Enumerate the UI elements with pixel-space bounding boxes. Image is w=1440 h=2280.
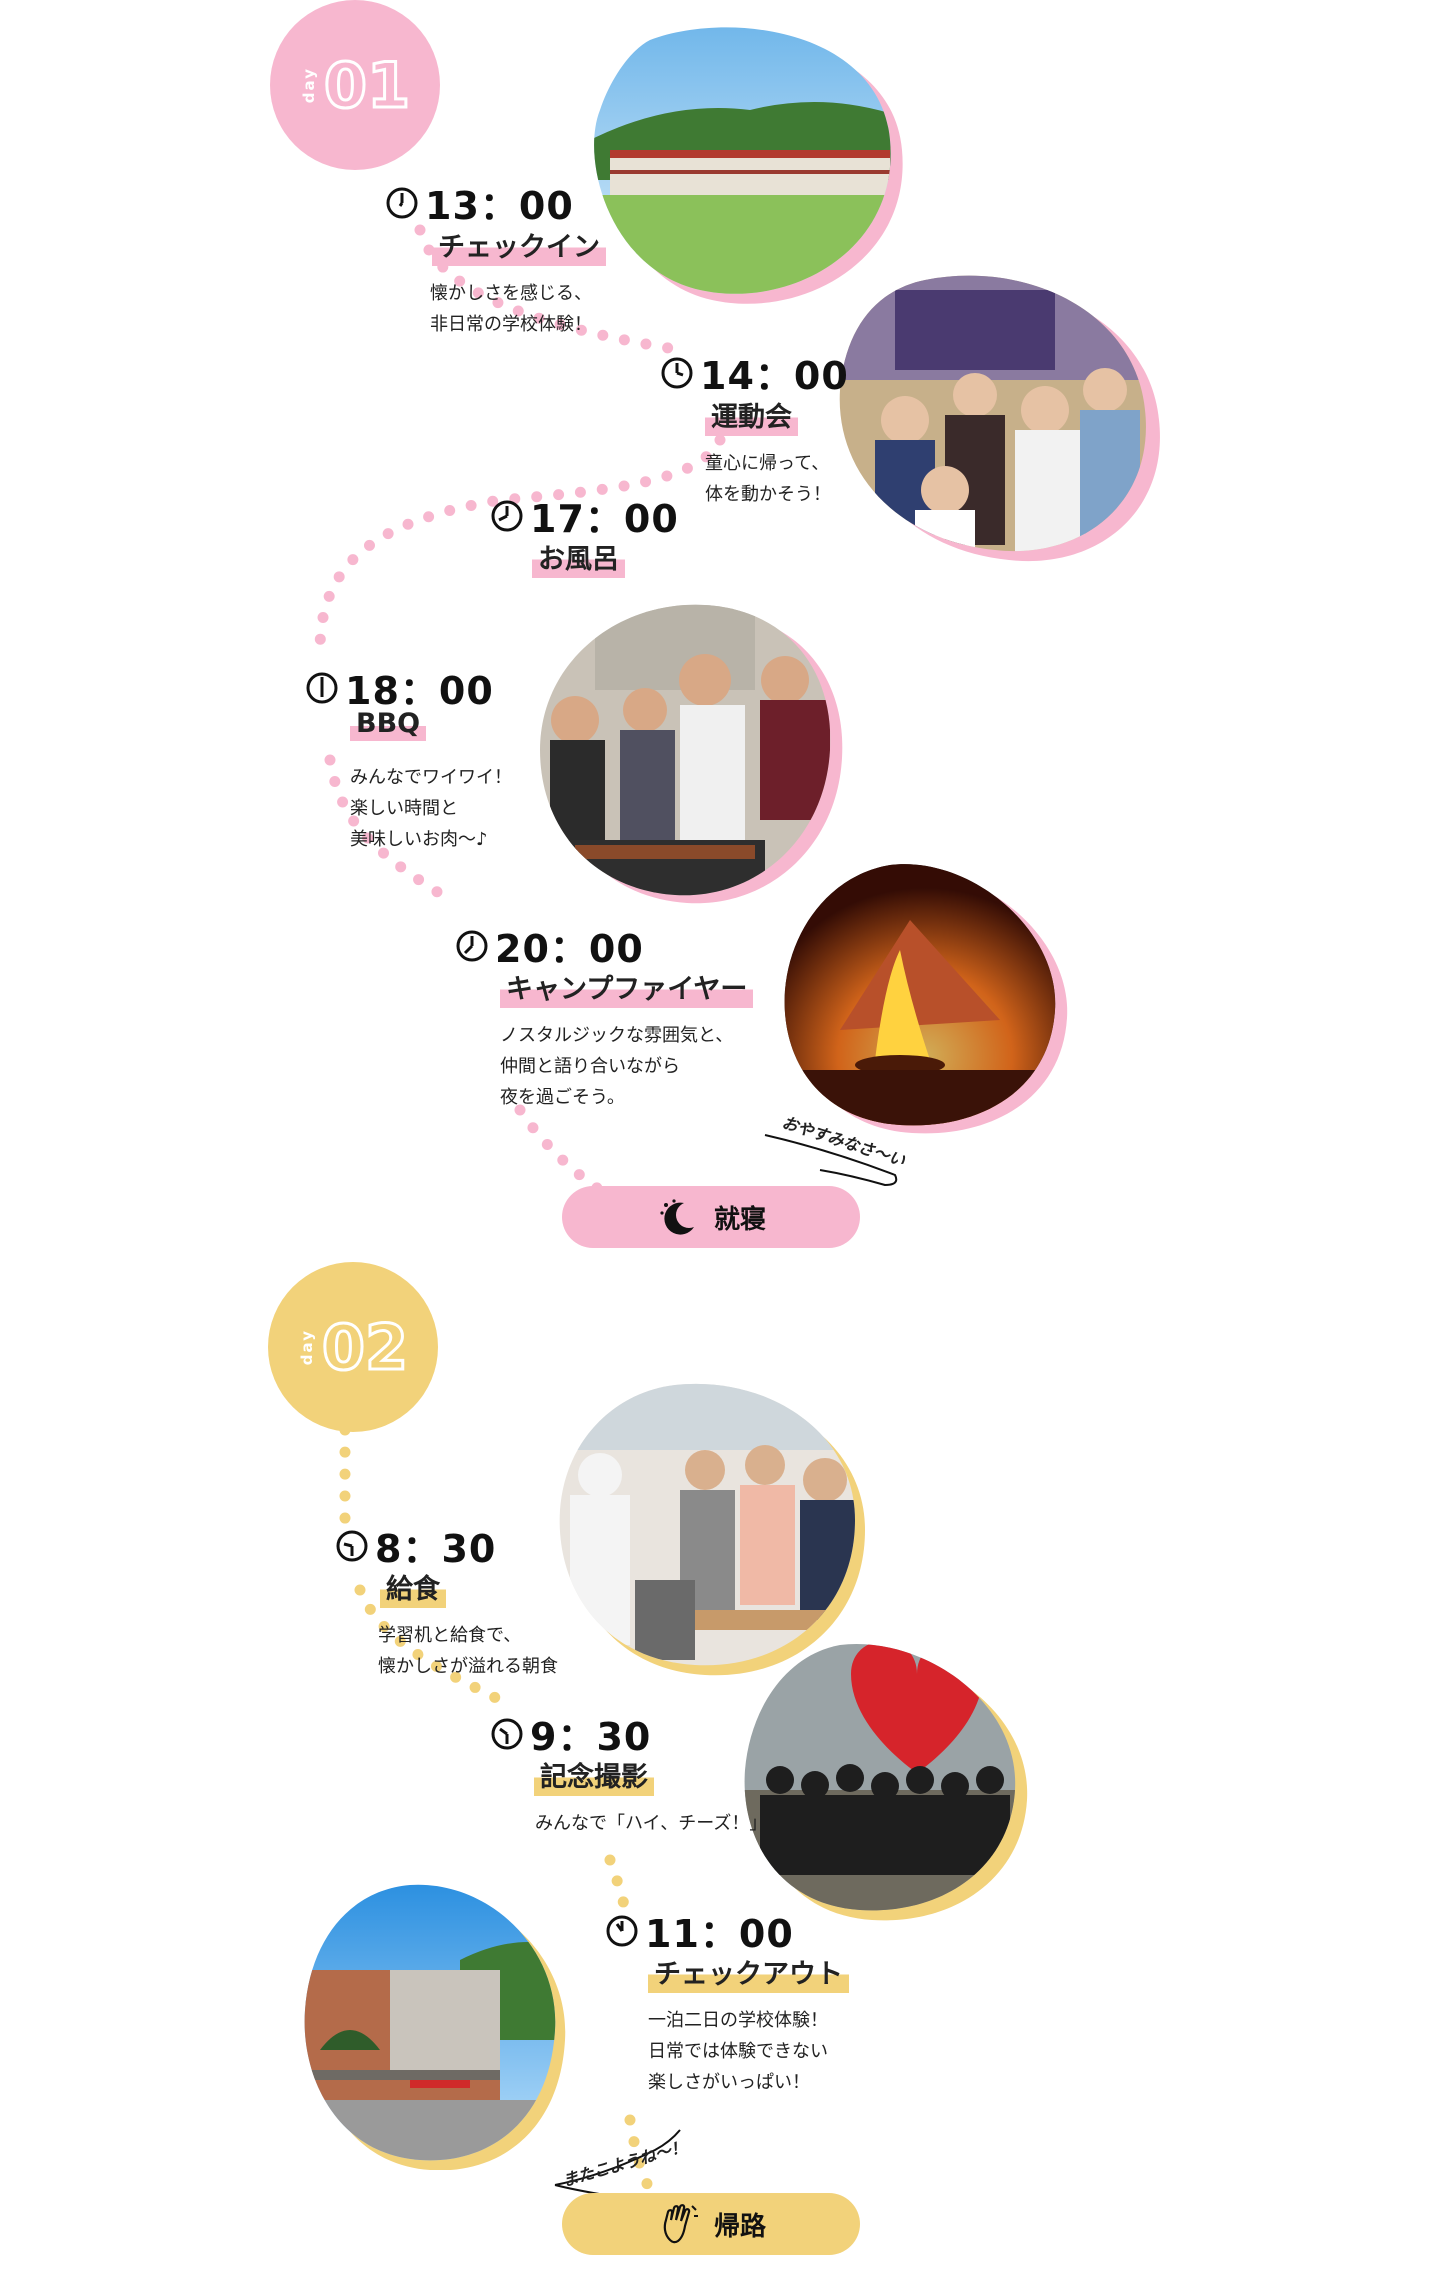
event-desc: みんなでワイワイ！ 楽しい時間と 美味しいお肉〜♪ [350,767,512,850]
event-title: 給食 [380,1567,446,1608]
event-title: チェックアウト [648,1952,849,1993]
school-lunch-photo [559,1383,865,1676]
campfire-photo [784,864,1068,1134]
event-sports-day: 14：00 [660,345,849,400]
speech-bubble-tail [764,1134,898,1187]
event-desc: 懐かしさを感じる、 非日常の学校体験！ [430,283,592,335]
school-photo [594,27,903,304]
event-time: 9：30 [530,1715,652,1759]
event-time: 8：30 [375,1527,497,1571]
event-time: 20：00 [495,927,644,971]
event-time: 11：00 [645,1912,794,1956]
clock-icon [606,1915,638,1946]
bbq-photo [540,604,843,904]
return-pill: 帰路 [562,2193,860,2255]
clock-icon [491,1718,523,1749]
waving-hand-icon [663,2204,698,2244]
event-school-lunch: 8：30 [335,1518,496,1573]
event-title: 運動会 [705,395,798,436]
event-title: 記念撮影 [534,1755,654,1796]
day-number: 01 [322,47,411,123]
building-photo [304,1884,566,2170]
group-photo [744,1643,1028,1921]
event-desc: 学習机と給食で、 懐かしさが溢れる朝食 [378,1625,558,1677]
day-02-badge: day 02 [268,1262,438,1432]
pill-label: 就寝 [713,1204,766,1235]
pill-label: 帰路 [713,2211,766,2242]
event-title: キャンプファイヤー [500,967,754,1008]
event-bath: 17：00 [490,488,679,543]
day-01-badge: day 01 [270,0,440,170]
clock-icon [386,187,418,218]
event-bbq: 18：00 [305,660,494,715]
moon-icon [660,1199,694,1235]
event-time: 18：00 [345,669,494,713]
day-label: day [297,1328,316,1366]
clock-icon [456,930,488,961]
clock-icon [336,1530,368,1561]
clock-icon [491,500,523,531]
event-time: 14：00 [700,354,849,398]
event-checkin: 13：00 [385,175,574,230]
event-campfire: 20：00 [455,918,644,973]
event-title: お風呂 [532,537,625,578]
event-time: 17：00 [530,497,679,541]
event-desc: 一泊二日の学校体験！ 日常では体験できない 楽しさがいっぱい！ [648,2010,828,2093]
event-desc: 童心に帰って、 体を動かそう！ [705,453,831,505]
event-time: 13：00 [425,184,574,228]
clock-icon [306,672,338,703]
event-group-photo: 9：30 [490,1706,651,1761]
sleep-pill: 就寝 [562,1186,860,1248]
sports-day-photo [839,275,1160,562]
event-title: チェックイン [432,225,606,266]
event-desc: ノスタルジックな雰囲気と、 仲間と語り合いながら 夜を過ごそう。 [500,1025,734,1108]
event-desc: みんなで「ハイ、チーズ！」 [535,1813,768,1834]
day-label: day [299,66,318,104]
day-number: 02 [320,1309,409,1385]
event-checkout: 11：00 [605,1903,794,1958]
clock-icon [661,357,693,388]
event-title: BBQ [350,708,427,741]
